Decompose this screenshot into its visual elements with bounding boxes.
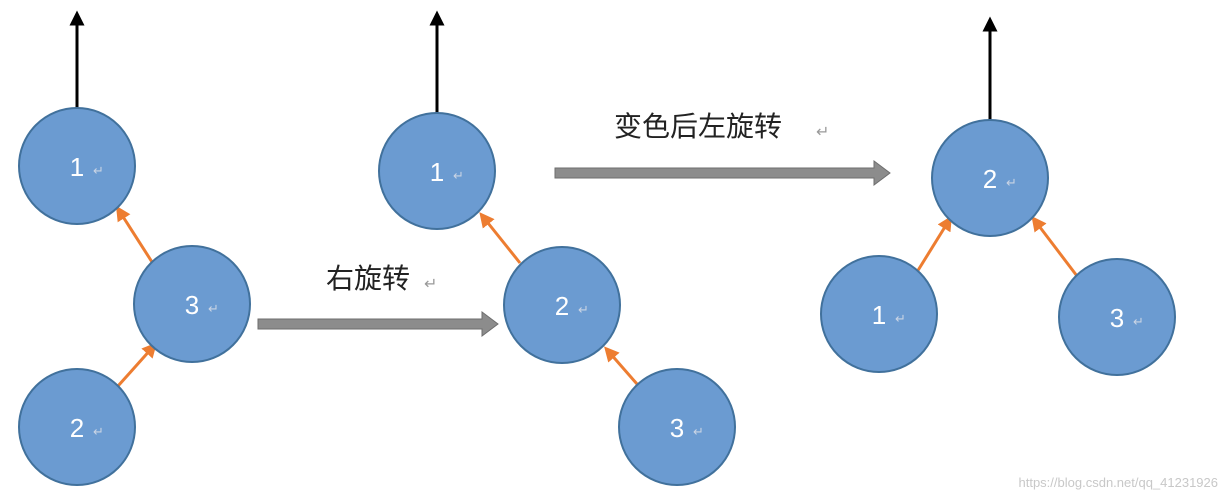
node-label: 3 xyxy=(670,413,684,443)
step-rotate-right: 右旋转 ↵ xyxy=(257,262,499,337)
tree-node: 1 ↵ xyxy=(820,255,938,373)
child-link-arrow xyxy=(479,212,522,264)
step-label: 变色后左旋转 xyxy=(614,110,782,143)
tree-node: 1 ↵ xyxy=(18,107,136,225)
paragraph-mark: ↵ xyxy=(816,122,829,141)
step-recolor-rotate-left: 变色后左旋转 ↵ xyxy=(554,110,891,186)
node-label: 3 xyxy=(185,290,199,320)
node-label: 1 xyxy=(872,300,886,330)
tree-node: 3 ↵ xyxy=(1058,258,1176,376)
tree-node: 2 ↵ xyxy=(503,246,621,364)
tree-node: 2 ↵ xyxy=(18,368,136,486)
step-label: 右旋转 xyxy=(326,262,410,295)
tree-node: 3 ↵ xyxy=(133,245,251,363)
tree-before: 1 ↵ 3 ↵ 2 ↵ xyxy=(18,10,251,486)
paragraph-mark: ↵ xyxy=(424,274,437,293)
node-label: 2 xyxy=(983,164,997,194)
step-arrow xyxy=(257,311,499,337)
child-link-arrow xyxy=(1031,216,1079,277)
tree-node: 2 ↵ xyxy=(931,119,1049,237)
child-link-arrow xyxy=(115,205,154,263)
node-label: 2 xyxy=(555,291,569,321)
watermark: https://blog.csdn.net/qq_41231926 xyxy=(1018,475,1219,490)
node-label: 3 xyxy=(1110,303,1124,333)
tree-final: 2 ↵ 1 ↵ 3 ↵ xyxy=(820,16,1176,376)
child-link-arrow xyxy=(604,346,639,385)
child-link-arrow xyxy=(116,342,158,388)
tree-node: 1 ↵ xyxy=(378,112,496,230)
node-label: 1 xyxy=(430,157,444,187)
node-label: 2 xyxy=(70,413,84,443)
paragraph-mark: ↵ xyxy=(693,425,704,440)
tree-after-right-rotation: 1 ↵ 2 ↵ 3 ↵ xyxy=(378,10,736,486)
paragraph-mark: ↵ xyxy=(1133,315,1144,330)
paragraph-mark: ↵ xyxy=(453,169,464,184)
paragraph-mark: ↵ xyxy=(93,425,104,440)
paragraph-mark: ↵ xyxy=(1006,176,1017,191)
paragraph-mark: ↵ xyxy=(93,164,104,179)
paragraph-mark: ↵ xyxy=(578,303,589,318)
paragraph-mark: ↵ xyxy=(208,302,219,317)
step-arrow xyxy=(554,160,891,186)
paragraph-mark: ↵ xyxy=(895,312,906,327)
child-link-arrow xyxy=(915,215,952,273)
tree-node: 3 ↵ xyxy=(618,368,736,486)
node-label: 1 xyxy=(70,152,84,182)
